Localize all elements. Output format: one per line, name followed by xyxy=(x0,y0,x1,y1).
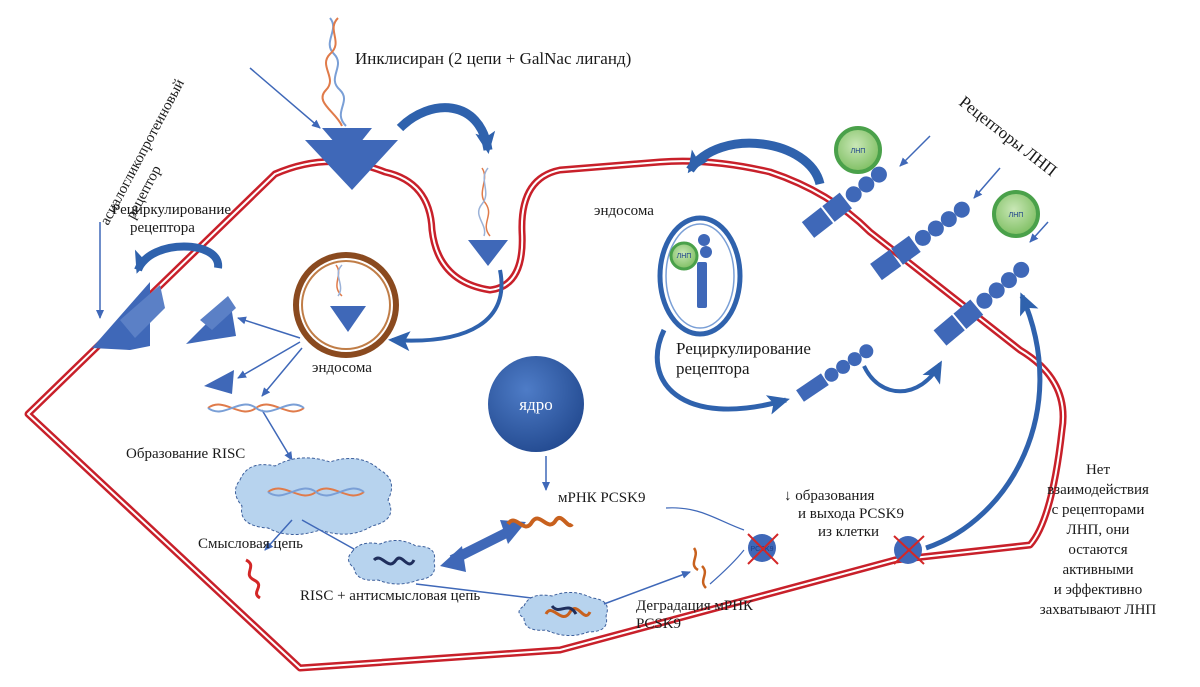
no-interaction-text: Нет взаимодействия с рецепторами ЛНП, он… xyxy=(1040,462,1157,618)
risc-antisense-cloud xyxy=(348,540,436,585)
endosome-ldl-label: ЛНП xyxy=(677,253,692,260)
degradation-label-line1: Деградация мРНК xyxy=(636,598,754,614)
endosome-right xyxy=(657,215,743,337)
recycling-left-arrow xyxy=(134,242,222,274)
svg-text:с рецепторами: с рецепторами xyxy=(1052,502,1145,518)
endosome-left-label: эндосома xyxy=(312,360,372,376)
mrna-pcsk9-label: мРНК PCSK9 xyxy=(558,490,645,506)
recycling-right-arrow xyxy=(654,328,790,415)
ldl-particle-1 xyxy=(834,126,882,174)
risc-antisense-label: RISC + антисмысловая цепь xyxy=(300,588,480,604)
reduced-pcsk9-line3: из клетки xyxy=(818,524,879,540)
svg-text:Нет: Нет xyxy=(1086,462,1110,478)
recycling-right-line1: Рециркулирование xyxy=(676,339,811,358)
to-sense-arrow xyxy=(264,519,293,551)
mrna-cleavage-cloud xyxy=(518,592,608,636)
to-endosome-arrow xyxy=(388,269,504,352)
ldl-receptor-1 xyxy=(801,166,887,238)
pcsk9-membrane-blocked-icon xyxy=(893,535,925,565)
galnac-fragment-icon xyxy=(204,370,234,394)
risc-formation-label: Образование RISC xyxy=(126,446,245,462)
asgpr-binding-complex xyxy=(305,128,398,190)
ldl-internalization-arrow xyxy=(686,138,825,186)
degraded-mrna-icon xyxy=(692,547,707,589)
pcsk9-blocked-icon: PCSK9 xyxy=(747,533,779,565)
ldl-receptor-pointer-lines xyxy=(899,135,1049,243)
sense-strand-icon xyxy=(245,558,261,600)
svg-text:активными: активными xyxy=(1062,562,1133,578)
ldl-receptor-2 xyxy=(870,201,970,281)
nucleus xyxy=(488,356,584,452)
inclisiran-label: Инклисиран (2 цепи + GalNac лиганд) xyxy=(355,49,631,68)
inclisiran-sirna-strand xyxy=(321,17,347,127)
asgpr-pointer-line xyxy=(249,67,321,129)
risc-mrna-binding-arrow xyxy=(440,520,526,572)
mrna-pcsk9-icon xyxy=(506,516,574,529)
degradation-label-line2: PCSK9 xyxy=(636,616,681,632)
recycled-ldl-receptor xyxy=(796,344,874,402)
endosome-left xyxy=(293,252,399,358)
internalization-arrow xyxy=(396,103,496,154)
endosome-right-label: эндосома xyxy=(594,203,654,219)
recycling-right-line2: рецептора xyxy=(676,359,750,378)
free-sirna-duplex xyxy=(207,403,305,413)
reduced-bracket xyxy=(665,507,745,585)
cell-membrane xyxy=(24,157,1067,672)
ldl-receptor-3 xyxy=(933,261,1030,346)
to-cleavage-arrow xyxy=(415,583,549,604)
risc-complex-cloud xyxy=(235,457,393,535)
recycling-left-line2: рецептора xyxy=(130,220,195,236)
asgpr-receptor-membrane xyxy=(92,282,165,350)
ldl-particle-2 xyxy=(992,190,1040,238)
ldl-particle-1-label: ЛНП xyxy=(851,148,866,155)
svg-text:и эффективно: и эффективно xyxy=(1054,582,1142,598)
svg-text:ЛНП, они: ЛНП, они xyxy=(1067,522,1130,538)
receptor-insert-arrow xyxy=(862,360,942,394)
svg-text:остаются: остаются xyxy=(1068,542,1127,558)
nucleus-label: ядро xyxy=(519,395,552,414)
ldl-receptors-label: Рецепторы ЛНП xyxy=(956,92,1061,180)
internalized-sirna xyxy=(468,167,508,266)
to-degradation-arrow xyxy=(603,571,691,605)
svg-text:взаимодействия: взаимодействия xyxy=(1047,482,1149,498)
reduced-pcsk9-line2: и выхода PCSK9 xyxy=(798,506,904,522)
svg-text:захватывают ЛНП: захватывают ЛНП xyxy=(1040,602,1157,618)
sense-strand-label: Смысловая цепь xyxy=(198,536,303,552)
asgpr-receptor-free xyxy=(186,296,236,344)
ldl-particle-2-label: ЛНП xyxy=(1009,212,1024,219)
recycling-left-line1: Рециркулирование xyxy=(112,202,231,218)
endosome-output-arrows xyxy=(237,316,303,461)
reduced-pcsk9-line1: ↓ образования xyxy=(784,488,874,504)
receptor-return-arrow xyxy=(925,292,1043,551)
